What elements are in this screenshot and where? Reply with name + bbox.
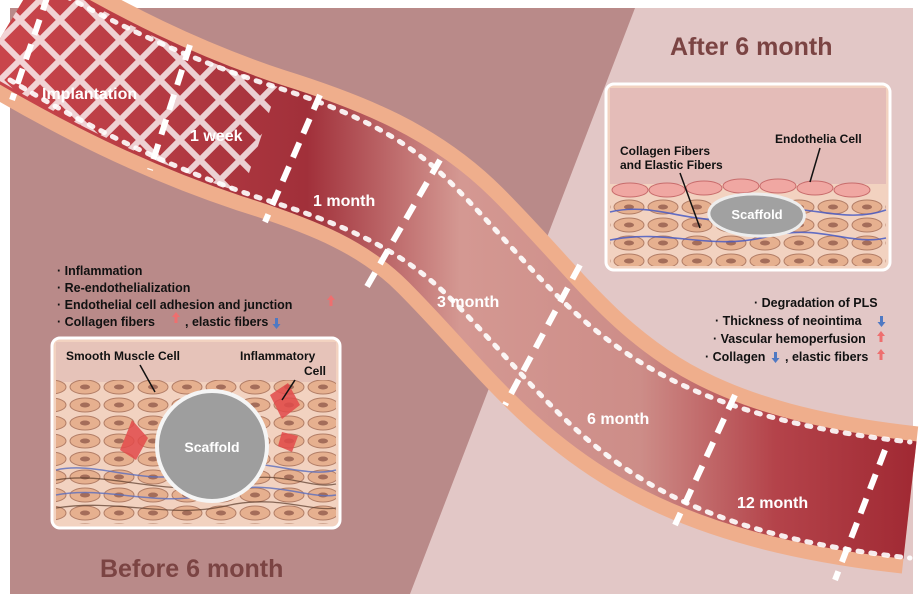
fibers-label-1: Collagen Fibers — [620, 144, 710, 158]
heading-before: Before 6 month — [100, 555, 283, 583]
after-effect-1: · Degradation of PLS — [754, 296, 878, 310]
before-effect-4-part-2: , elastic fibers — [185, 315, 268, 329]
endothelia-cell-label: Endothelia Cell — [775, 132, 862, 146]
before-inset: Scaffold Smooth Muscle Cell Inflammatory… — [52, 338, 340, 528]
before-effect-1: · Inflammation — [57, 264, 142, 278]
stage-label-12-month: 12 month — [737, 495, 808, 512]
stage-label-3-month: 3 month — [437, 294, 499, 311]
after-effect-2: · Thickness of neointima — [715, 314, 863, 328]
smooth-muscle-cell-label: Smooth Muscle Cell — [66, 349, 180, 363]
stage-label-implantation: Implantation — [42, 86, 137, 103]
after-effect-3: · Vascular hemoperfusion — [713, 332, 866, 346]
scaffold-label-before: Scaffold — [184, 439, 239, 455]
after-effect-4: · Collagen — [705, 350, 765, 364]
fibers-label-2: and Elastic Fibers — [620, 158, 723, 172]
heading-after: After 6 month — [670, 33, 833, 61]
scaffold-label-after: Scaffold — [731, 207, 782, 222]
after-effect-4-part-2: , elastic fibers — [785, 350, 868, 364]
inflammatory-cell-label-2: Cell — [304, 364, 326, 378]
stage-label-1-week: 1 week — [190, 128, 243, 145]
before-effect-2: · Re-endothelialization — [57, 281, 190, 295]
before-effect-3: · Endothelial cell adhesion and junction — [57, 298, 292, 312]
inflammatory-cell-label-1: Inflammatory — [240, 349, 316, 363]
after-inset: Scaffold Collagen Fibers and Elastic Fib… — [606, 84, 890, 270]
stage-label-6-month: 6 month — [587, 411, 649, 428]
stage-label-1-month: 1 month — [313, 193, 375, 210]
before-effect-4: · Collagen fibers — [57, 315, 155, 329]
